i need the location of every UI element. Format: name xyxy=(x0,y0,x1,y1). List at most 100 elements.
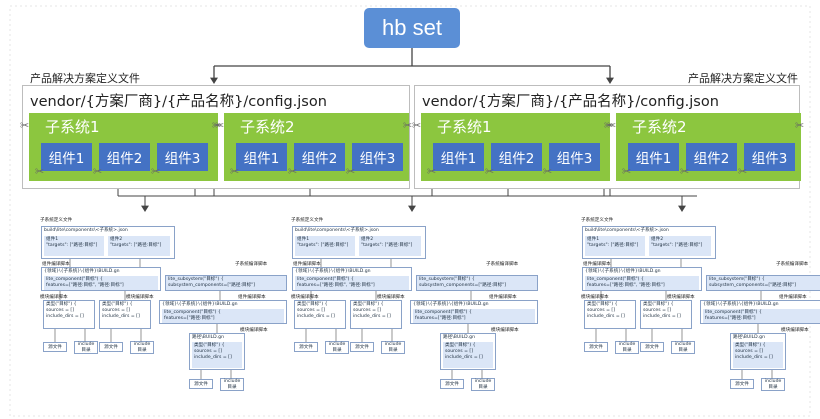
code-line: sources = [] xyxy=(46,307,75,313)
scissors-icon: ✂ xyxy=(403,119,413,132)
code-line: sources = [] xyxy=(587,307,616,313)
source-file-box: 源文件 xyxy=(640,342,664,352)
component-1-box: 组件1 xyxy=(236,143,287,171)
path-build: 路径\BUILD.gn xyxy=(733,335,765,340)
lite-component-inner: lite_component("目标") {features=["路径:目标",… xyxy=(295,276,409,290)
code-line: 类型("目标") { xyxy=(353,302,384,307)
lite-subsystem-box: lite_subsystem("目标") {subsystem_componen… xyxy=(165,275,287,291)
code-line: 类型("目标") { xyxy=(587,302,618,307)
component-1-box: 组件1 xyxy=(41,143,92,171)
scissors-icon: ✂ xyxy=(680,165,690,178)
type-target-box: 类型("目标") {sources = []include_dirs = [] xyxy=(640,300,692,329)
targets: "targets": ["路径:目标"] xyxy=(297,242,349,248)
source-file-box: 源文件 xyxy=(350,342,374,352)
comp-title: 组件1 xyxy=(46,237,59,242)
code-line: include_dirs = [] xyxy=(643,313,681,319)
component-build-box: {领域}\{子系统}\{组件}\BUILD.gn lite_component("… xyxy=(41,267,161,291)
product-definition-label: 产品解决方案定义文件 xyxy=(688,72,798,85)
lite-component: lite_component("目标") { xyxy=(46,277,103,282)
type-target-box: 类型("目标") {sources = []include_dirs = [] xyxy=(294,300,346,329)
features: features=["路径:目标"] xyxy=(705,315,756,321)
subsystem-script-label: 子系统编译脚本 xyxy=(776,262,809,267)
detail-arrow xyxy=(678,205,686,212)
json-component-2: 组件2"targets": ["路径:目标"] xyxy=(108,236,170,256)
component-1-box: 组件1 xyxy=(628,143,679,171)
module-script-label: 模块编译脚本 xyxy=(667,295,695,300)
scissors-icon: ✂ xyxy=(427,165,437,178)
code-line: 类型("目标") { xyxy=(46,302,77,307)
scissors-icon: ✂ xyxy=(738,165,748,178)
build-path: {领域}\{子系统}\{组件}\BUILD.gn xyxy=(44,269,120,274)
targets: "targets": ["路径:目标"] xyxy=(361,242,413,248)
lite-component: lite_component("目标") { xyxy=(587,277,644,282)
lite-component-inner: lite_component("目标") {features=["路径:目标",… xyxy=(44,276,158,290)
subsystem-script-label: 子系统编译脚本 xyxy=(235,262,268,267)
scissors-icon: ✂ xyxy=(543,165,553,178)
component-3-box: 组件3 xyxy=(549,143,600,171)
lite-component-inner: lite_component("目标") {features=["路径:目标"] xyxy=(413,309,535,323)
lite-component-inner: lite_component("目标") {features=["路径:目标"] xyxy=(162,309,284,323)
scissors-icon: ✂ xyxy=(35,165,45,178)
code-line: sources = [] xyxy=(194,348,223,354)
type-target-box: 类型("目标") {sources = []include_dirs = [] xyxy=(584,300,636,329)
subsystem-label: 子系统2 xyxy=(632,118,687,136)
component-2-box: 组件2 xyxy=(99,143,150,171)
include-dir-box: include 目录 xyxy=(130,341,154,354)
lite-subsystem-box: lite_subsystem("目标") {subsystem_componen… xyxy=(706,275,820,291)
code-line: sources = [] xyxy=(353,307,382,313)
include-dir-box: include 目录 xyxy=(761,378,785,391)
lite-component: lite_component("目标") { xyxy=(164,310,221,315)
code-line: sources = [] xyxy=(297,307,326,313)
source-file-box: 源文件 xyxy=(43,342,67,352)
lite-subsystem: lite_subsystem("目标") { xyxy=(709,277,765,282)
module-script-label: 模块编译脚本 xyxy=(781,328,809,333)
build-path: {领域}\{子系统}\{组件}\BUILD.gn xyxy=(295,269,371,274)
lite-component-inner: lite_component("目标") {features=["路径:目标"] xyxy=(703,309,820,323)
scissors-icon: ✂ xyxy=(151,165,161,178)
scissors-icon: ✂ xyxy=(607,119,617,132)
source-file-box: 源文件 xyxy=(584,342,608,352)
left-product-arrow xyxy=(210,77,218,84)
lite-subsystem: lite_subsystem("目标") { xyxy=(168,277,224,282)
detail-arrow xyxy=(141,205,149,212)
build-path: {领域}\{子系统}\{组件}\BUILD.gn xyxy=(703,302,779,307)
subsystem-components: subsystem_components=["路径:目标"] xyxy=(168,282,256,288)
component-script-label: 组件编译脚本 xyxy=(293,262,321,267)
type-target-inner: 类型("目标") {sources = []include_dirs = [] xyxy=(443,342,493,368)
component-script-label: 组件编译脚本 xyxy=(583,262,611,267)
subsystem-script-label: 子系统编译脚本 xyxy=(486,262,519,267)
code-line: 类型("目标") { xyxy=(445,343,476,348)
subsystem-components: subsystem_components=["路径:目标"] xyxy=(419,282,507,288)
source-file-box: 源文件 xyxy=(440,379,464,389)
include-dir-box: include 目录 xyxy=(615,341,639,354)
subsystem-def-label: 子系统定义文件 xyxy=(581,218,614,223)
subsystem-label: 子系统1 xyxy=(45,118,100,136)
config-path-title: vendor/{方案厂商}/{产品名称}/config.json xyxy=(422,94,719,110)
json-component-2: 组件2"targets": ["路径:目标"] xyxy=(649,236,711,256)
targets: "targets": ["路径:目标"] xyxy=(46,242,98,248)
build-path: {领域}\{子系统}\{组件}\BUILD.gn xyxy=(162,302,238,307)
lite-component: lite_component("目标") { xyxy=(415,310,472,315)
json-component-2: 组件2"targets": ["路径:目标"] xyxy=(359,236,421,256)
code-line: include_dirs = [] xyxy=(46,313,84,319)
scissors-icon: ✂ xyxy=(485,165,495,178)
include-dir-box: include 目录 xyxy=(74,341,98,354)
build-path: {领域}\{子系统}\{组件}\BUILD.gn xyxy=(413,302,489,307)
path-build: 路径\BUILD.gn xyxy=(192,335,224,340)
comp-title: 组件2 xyxy=(651,237,664,242)
code-line: include_dirs = [] xyxy=(353,313,391,319)
config-path-title: vendor/{方案厂商}/{产品名称}/config.json xyxy=(30,94,327,110)
module-script-label: 模块编译脚本 xyxy=(491,328,519,333)
module-script-label: 模块编译脚本 xyxy=(377,295,405,300)
